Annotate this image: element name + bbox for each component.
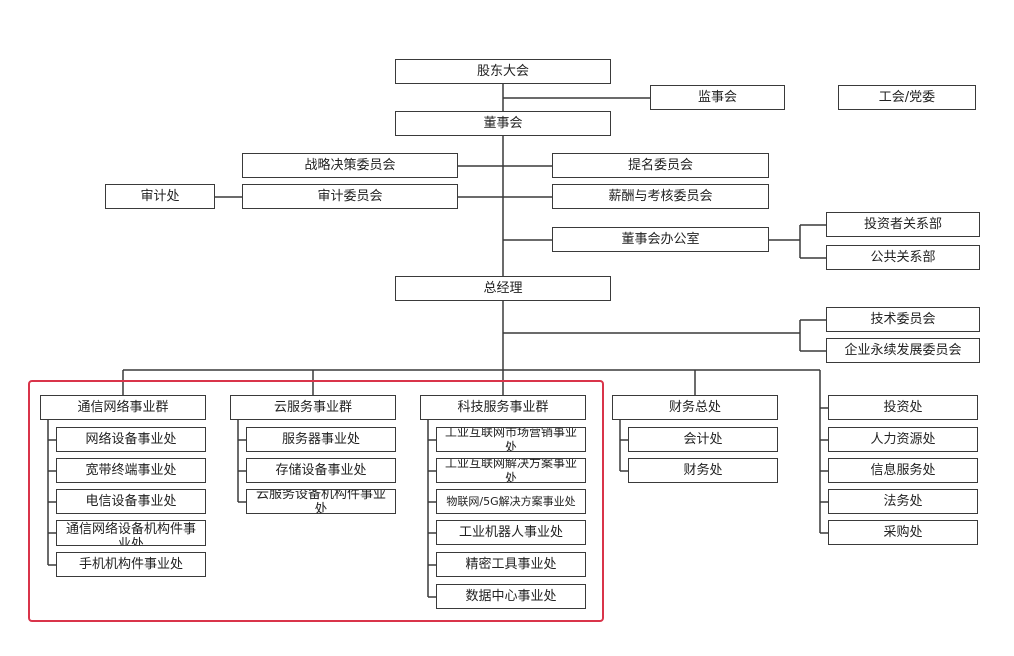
- box-tech-item: 工业机器人事业处: [436, 520, 586, 545]
- box-tech-group: 科技服务事业群: [420, 395, 586, 420]
- box-telecom-item: 网络设备事业处: [56, 427, 206, 452]
- box-cloud-group: 云服务事业群: [230, 395, 396, 420]
- box-telecom-group: 通信网络事业群: [40, 395, 206, 420]
- box-audit-office: 审计处: [105, 184, 215, 209]
- highlight-frame: [28, 380, 604, 622]
- box-finance-item: 财务处: [628, 458, 778, 483]
- box-strategy-committee: 战略决策委员会: [242, 153, 458, 178]
- box-telecom-item: 宽带终端事业处: [56, 458, 206, 483]
- box-tech-item: 数据中心事业处: [436, 584, 586, 609]
- box-audit-committee: 审计委员会: [242, 184, 458, 209]
- box-cloud-item: 服务器事业处: [246, 427, 396, 452]
- box-finance-item: 会计处: [628, 427, 778, 452]
- box-finance-group: 财务总处: [612, 395, 778, 420]
- box-tech-committee: 技术委员会: [826, 307, 980, 332]
- box-tech-item: 精密工具事业处: [436, 552, 586, 577]
- box-shareholders-meeting: 股东大会: [395, 59, 611, 84]
- box-nomination-committee: 提名委员会: [552, 153, 769, 178]
- box-department: 法务处: [828, 489, 978, 514]
- box-department: 人力资源处: [828, 427, 978, 452]
- box-tech-item: 工业互联网市场营销事业处: [436, 427, 586, 452]
- box-board-of-directors: 董事会: [395, 111, 611, 136]
- box-sustainability-committee: 企业永续发展委员会: [826, 338, 980, 363]
- box-board-office: 董事会办公室: [552, 227, 769, 252]
- box-telecom-item: 电信设备事业处: [56, 489, 206, 514]
- box-union-party: 工会/党委: [838, 85, 976, 110]
- box-tech-item: 物联网/5G解决方案事业处: [436, 489, 586, 514]
- box-cloud-item: 云服务设备机构件事业处: [246, 489, 396, 514]
- box-public-relations: 公共关系部: [826, 245, 980, 270]
- box-tech-item: 工业互联网解决方案事业处: [436, 458, 586, 483]
- box-investor-relations: 投资者关系部: [826, 212, 980, 237]
- box-telecom-item: 手机机构件事业处: [56, 552, 206, 577]
- box-department: 投资处: [828, 395, 978, 420]
- box-supervisory-board: 监事会: [650, 85, 785, 110]
- box-general-manager: 总经理: [395, 276, 611, 301]
- box-cloud-item: 存储设备事业处: [246, 458, 396, 483]
- box-remuneration-committee: 薪酬与考核委员会: [552, 184, 769, 209]
- box-department: 采购处: [828, 520, 978, 545]
- box-telecom-item: 通信网络设备机构件事业处: [56, 520, 206, 546]
- box-department: 信息服务处: [828, 458, 978, 483]
